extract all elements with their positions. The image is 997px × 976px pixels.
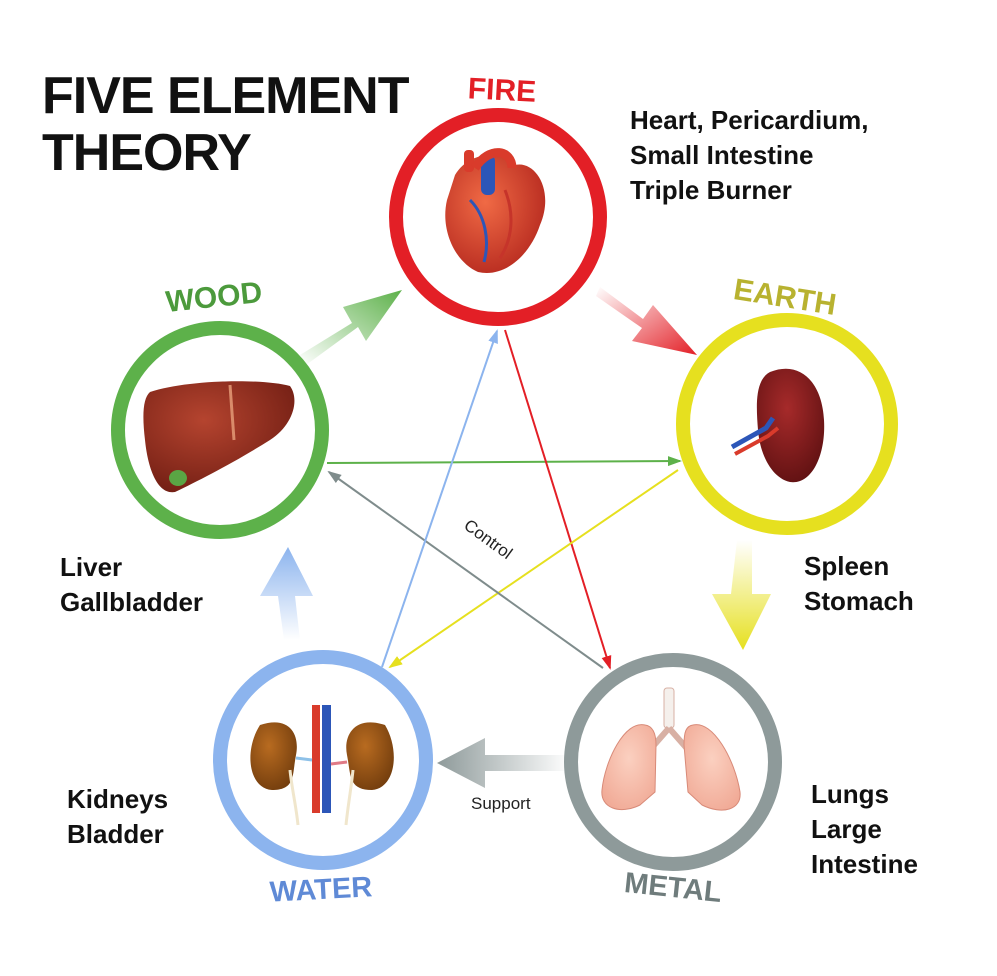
water-label: WATER [269, 871, 373, 908]
control-label: Control [460, 515, 516, 563]
heart-illustration [445, 148, 546, 273]
support-cycle [260, 287, 771, 788]
earth-organs: Spleen Stomach [804, 549, 914, 619]
liver-illustration [143, 381, 295, 493]
support-arrow-earth-to-metal [712, 540, 771, 650]
wood-organ-line: Gallbladder [60, 587, 204, 617]
control-line-fire-to-metal [504, 329, 612, 670]
metal-organ-line: Lungs [811, 779, 889, 809]
metal-organ-line: Intestine [811, 849, 918, 879]
metal-organ-line: Large [811, 814, 882, 844]
water-organs: Kidneys Bladder [67, 782, 168, 852]
wood-organs: Liver Gallbladder [60, 550, 203, 620]
support-label: Support [471, 794, 531, 813]
earth-organ-line: Stomach [804, 586, 914, 616]
control-line-water-to-fire [381, 329, 498, 668]
metal-ring [564, 653, 782, 871]
support-arrow-wood-to-fire [300, 290, 402, 365]
lungs-illustration [601, 687, 741, 811]
support-arrow-water-to-wood [260, 547, 313, 640]
water-organ-line: Kidneys [67, 784, 169, 814]
support-arrow-fire-to-earth [596, 287, 697, 355]
fire-organ-line: Triple Burner [630, 175, 792, 205]
wood-organ-line: Liver [60, 552, 123, 582]
title-line-2: THEORY [42, 124, 252, 182]
fire-label: FIRE [467, 72, 537, 109]
water-organ-line: Bladder [67, 819, 164, 849]
metal-organs: Lungs Large Intestine [811, 777, 918, 882]
wood-label: WOOD [164, 276, 264, 319]
fire-organs: Heart, Pericardium, Small Intestine Trip… [630, 103, 868, 208]
metal-label: METAL [623, 867, 724, 909]
spleen-illustration [730, 368, 825, 483]
fire-organ-line: Heart, Pericardium, [630, 105, 869, 135]
control-line-wood-to-earth [326, 456, 682, 467]
control-line-earth-to-water [388, 469, 679, 669]
support-arrow-metal-to-water [437, 738, 570, 788]
control-line-metal-to-wood [327, 470, 604, 669]
title-line-1: FIVE ELEMENT [42, 67, 409, 125]
earth-organ-line: Spleen [804, 551, 890, 581]
fire-organ-line: Small Intestine [630, 140, 814, 170]
kidneys-illustration [250, 705, 394, 826]
